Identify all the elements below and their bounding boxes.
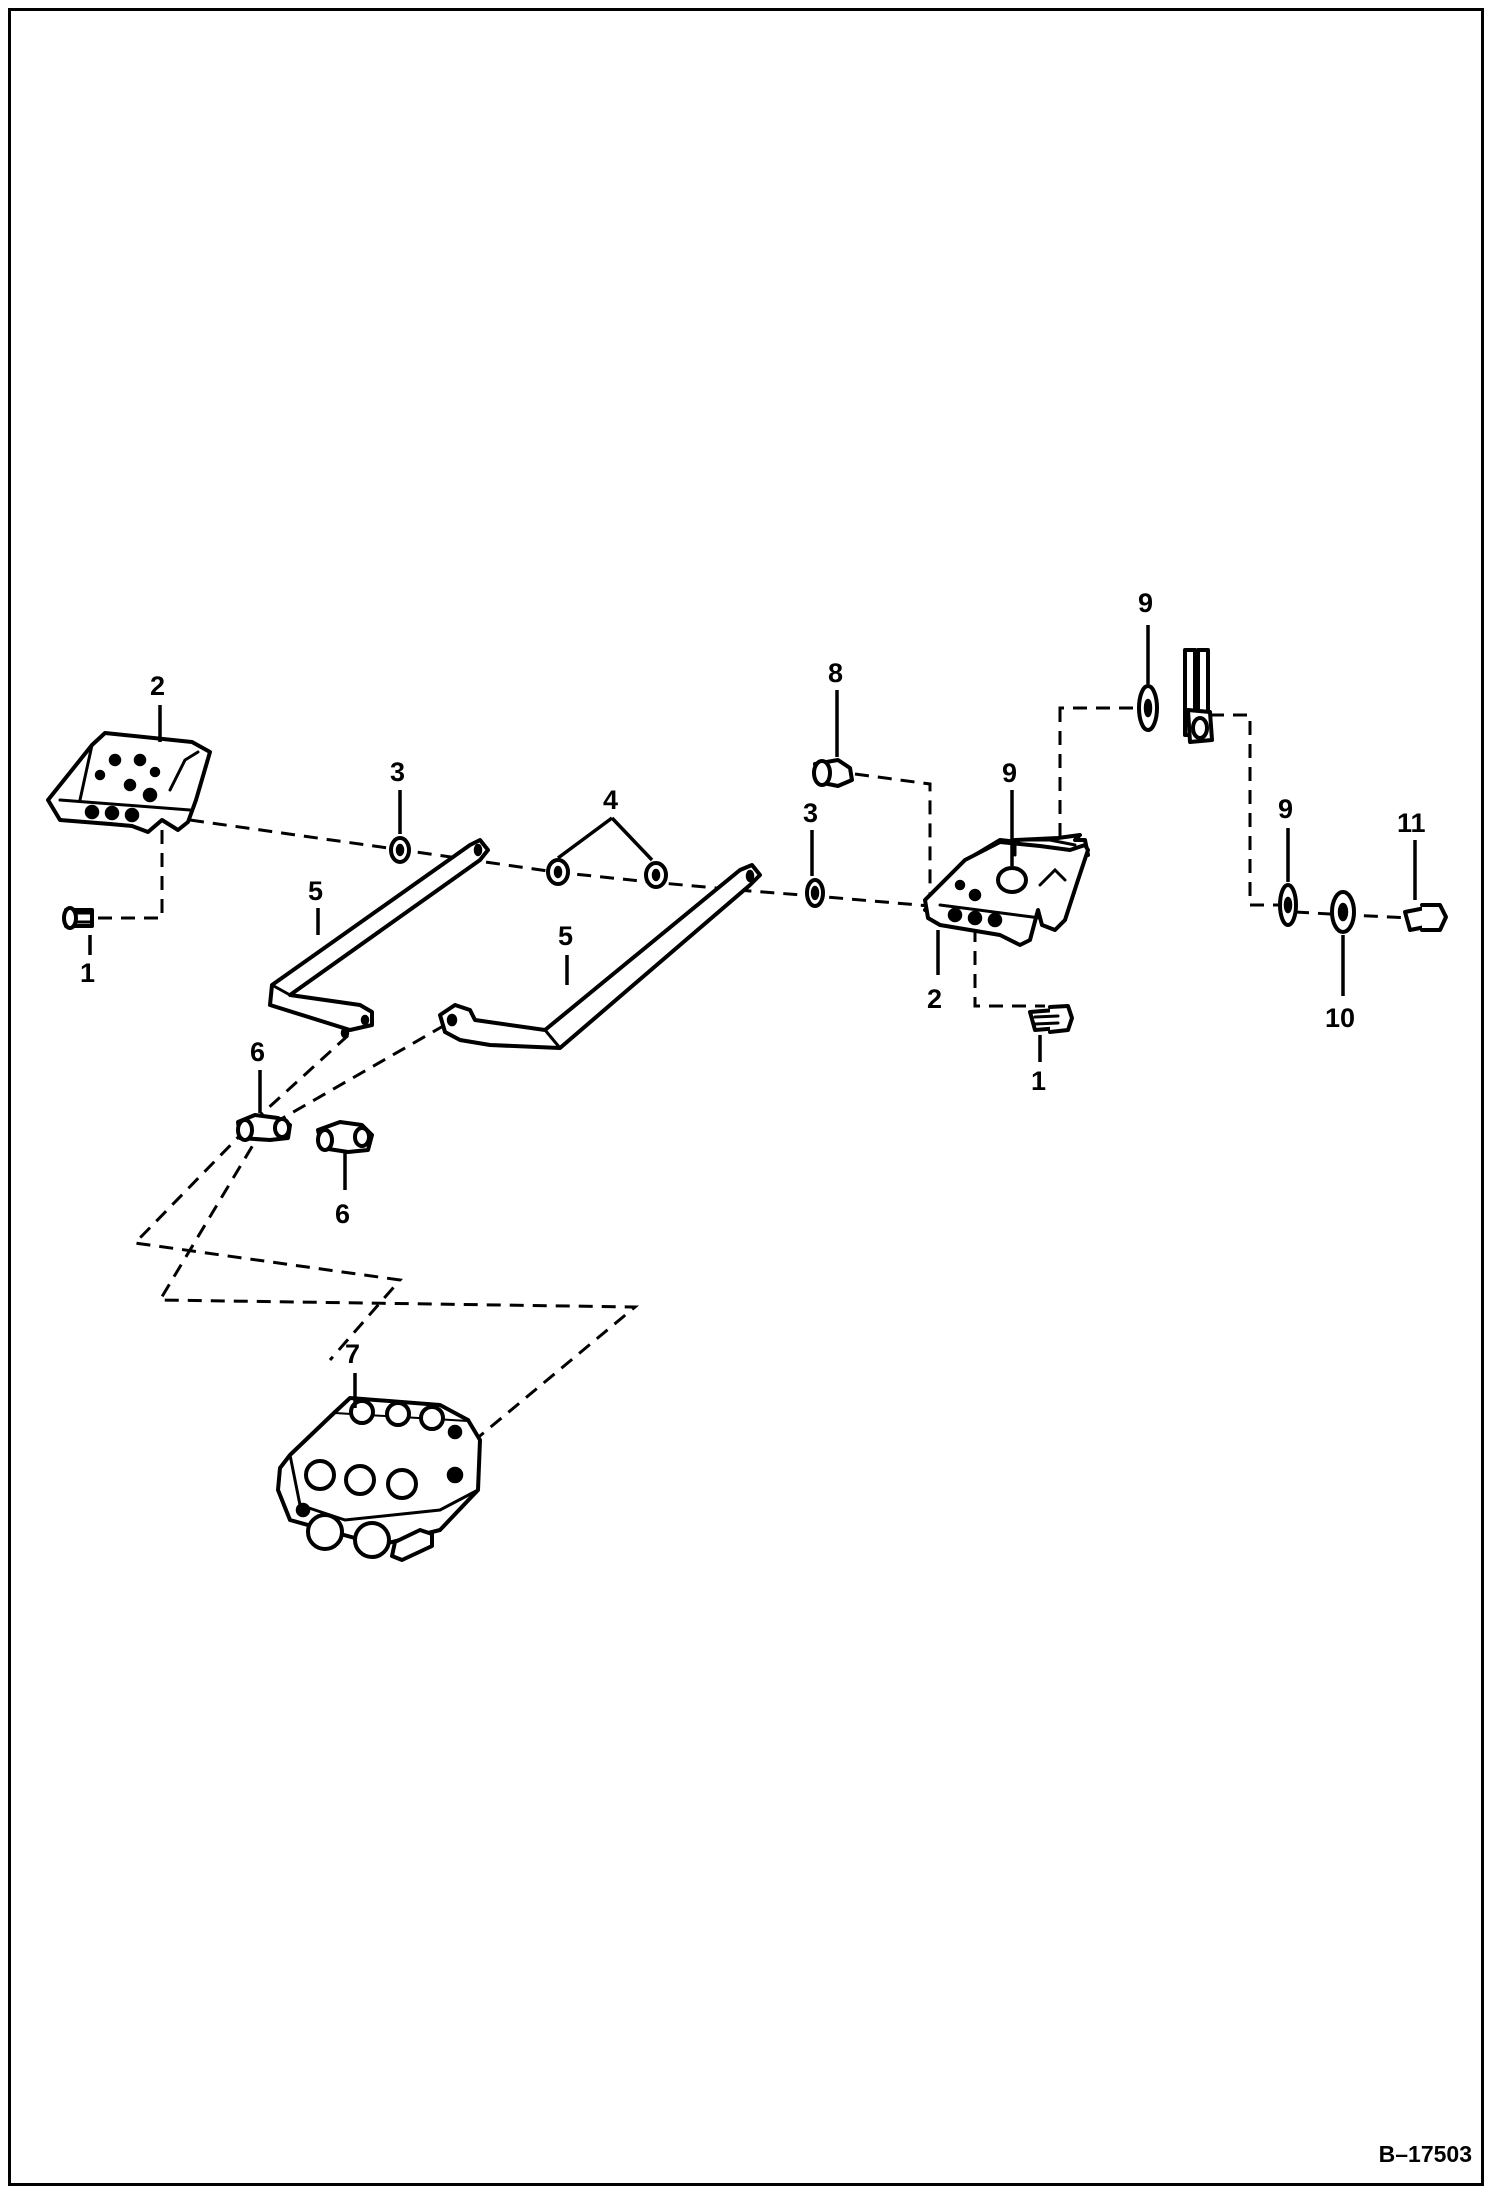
callout-9-right: 9 — [1278, 794, 1293, 824]
callout-5-right: 5 — [558, 921, 573, 951]
callout-2-right: 2 — [927, 984, 942, 1014]
callout-9-bracket: 9 — [1002, 758, 1017, 788]
end-nut — [1403, 903, 1448, 932]
spacer-pair — [546, 858, 668, 889]
callout-11: 11 — [1397, 808, 1426, 838]
callout-1-right: 1 — [1031, 1066, 1046, 1096]
callout-labels: 2 1 3 4 5 5 6 6 7 8 3 9 9 9 11 10 2 1 — [80, 588, 1426, 1369]
upper-washer — [1137, 684, 1159, 732]
lower-clevis-pin — [316, 1120, 374, 1154]
right-washer — [1278, 883, 1298, 927]
right-bushing — [805, 878, 825, 908]
control-lever-rod — [1183, 648, 1214, 744]
callout-9-top: 9 — [1138, 588, 1153, 618]
control-valve — [276, 1396, 482, 1562]
callout-3-left: 3 — [390, 757, 405, 787]
leader-lines — [88, 625, 1417, 1408]
left-linkage-arm — [268, 838, 490, 1039]
left-bushing — [389, 836, 411, 864]
assembly-dashed-lines — [95, 706, 1411, 1442]
callout-4: 4 — [603, 785, 618, 815]
right-linkage-arm — [438, 863, 762, 1050]
page-border — [8, 8, 1484, 2186]
upper-clevis-pin — [236, 1113, 292, 1142]
callout-6-bottom: 6 — [335, 1199, 350, 1229]
document-id: B–17503 — [1379, 2141, 1472, 2167]
callout-10: 10 — [1325, 1003, 1355, 1033]
lock-washer — [1330, 890, 1356, 934]
right-bolt — [1028, 1004, 1074, 1034]
left-pivot-bracket — [46, 731, 212, 834]
left-bolt — [62, 906, 94, 930]
right-pivot-bracket — [923, 833, 1090, 947]
callout-6-top: 6 — [250, 1037, 265, 1067]
callout-5-left: 5 — [308, 876, 323, 906]
callout-3-right: 3 — [803, 798, 818, 828]
cap-screw — [812, 758, 854, 788]
callout-7: 7 — [345, 1339, 360, 1369]
callout-8: 8 — [828, 658, 843, 688]
callout-2-left: 2 — [150, 671, 165, 701]
callout-1-left: 1 — [80, 958, 95, 988]
